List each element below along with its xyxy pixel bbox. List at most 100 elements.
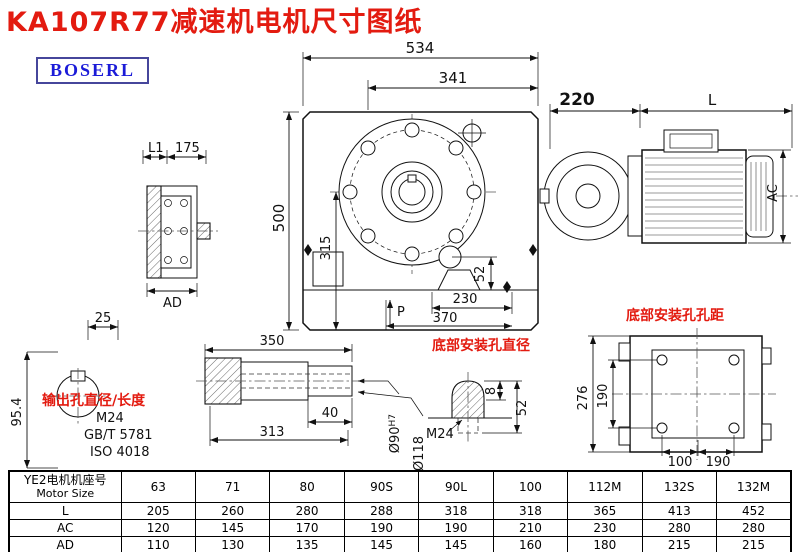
table-cell: 230 [567, 519, 643, 537]
table-header-size: 90S [343, 470, 420, 503]
table-cell: 215 [641, 536, 718, 552]
row-label: AD [8, 536, 122, 552]
table-cell: 318 [492, 502, 569, 520]
dim-370-label: 370 [433, 311, 458, 326]
dim-230-label: 230 [453, 292, 478, 307]
table-header-size: 71 [194, 470, 271, 503]
table-cell: 120 [120, 519, 196, 537]
mounting-hole [656, 354, 668, 366]
table-cell: 452 [716, 502, 792, 520]
dim-315-label: 315 [319, 236, 334, 261]
table-header-size: 63 [120, 470, 196, 503]
table-cell: 215 [716, 536, 792, 552]
table-cell: 170 [269, 519, 345, 537]
output-bore-section-view: 25 95.4 输出孔直径/长度 M24 GB/T 5781 ISO 4018 [10, 311, 153, 469]
bottom-hole-pitch-annotation: 底部安装孔孔距 [626, 307, 724, 324]
table-cell: 280 [641, 519, 718, 537]
row-label: AC [8, 519, 122, 537]
dim-100-label: 100 [668, 455, 693, 470]
table-header-size: 132M [716, 470, 792, 503]
table-header-size: 112M [567, 470, 643, 503]
dim-l-label: L [708, 91, 717, 109]
table-cell: 190 [343, 519, 420, 537]
standard-iso-label: ISO 4018 [90, 445, 150, 460]
dim-52-label: 52 [473, 266, 488, 283]
table-cell: 110 [120, 536, 196, 552]
dim-52b-label: 52 [515, 400, 530, 417]
table-cell: 190 [418, 519, 494, 537]
dim-190v-label: 190 [596, 384, 611, 409]
output-flange-side-view: L1 175 AD [138, 141, 218, 311]
standard-gb-label: GB/T 5781 [84, 428, 153, 443]
table-cell: 365 [567, 502, 643, 520]
table-cell: 145 [194, 519, 271, 537]
table-cell: 413 [641, 502, 718, 520]
dim-40-label: 40 [322, 406, 339, 421]
force-p-label: P [397, 305, 405, 320]
dim-341-label: 341 [439, 69, 468, 87]
dim-ac-label: AC [766, 184, 781, 202]
dim-8-label: 8 [484, 387, 499, 395]
bottom-thread-label: M24 [426, 427, 454, 442]
table-cell: 260 [194, 502, 271, 520]
table-cell: 145 [343, 536, 420, 552]
table-row-AC: AC 120 145 170 190 190 210 230 280 280 [8, 519, 792, 537]
bottom-pocket [437, 269, 481, 291]
table-cell: 280 [269, 502, 345, 520]
table-header-size: 132S [641, 470, 718, 503]
table-header-cn: YE2电机机座号 [23, 473, 107, 487]
brand-logo: BOSERL [36, 57, 150, 84]
dim-ad-label: AD [163, 296, 182, 311]
table-cell: 288 [343, 502, 420, 520]
dim-l1-label: L1 [148, 141, 164, 156]
mounting-bolt-detail: 底部安装孔直径 8 52 M24 [426, 337, 530, 444]
mounting-hole [656, 422, 668, 434]
output-bore [398, 178, 426, 206]
table-cell: 280 [716, 519, 792, 537]
table-cell: 130 [194, 536, 271, 552]
dim-190h-label: 190 [706, 455, 731, 470]
dim-220-label: 220 [559, 90, 595, 110]
dim-95-4-label: 95.4 [10, 398, 25, 427]
main-front-view: 534 341 500 315 52 P 230 370 [270, 39, 539, 331]
table-cell: 180 [567, 536, 643, 552]
table-row-AD: AD 110 130 135 145 145 160 180 215 215 [8, 536, 792, 552]
section-marker [529, 244, 537, 256]
table-row-L: L 205 260 280 288 318 318 365 413 452 [8, 502, 792, 520]
bottom-hole-dia-annotation: 底部安装孔直径 [432, 337, 530, 354]
dim-276-label: 276 [576, 386, 591, 411]
dim-175-label: 175 [175, 141, 200, 156]
table-cell: 160 [492, 536, 569, 552]
table-cell: 318 [418, 502, 494, 520]
dim-d118-label: Ø118 [412, 436, 427, 470]
technical-drawing: L1 175 AD [10, 39, 798, 470]
bottom-mounting-view: 底部安装孔孔距 276 190 100 [576, 307, 776, 470]
motor-body [641, 149, 747, 244]
mounting-hole [728, 422, 740, 434]
dim-534-label: 534 [406, 39, 435, 57]
dim-25-label: 25 [95, 311, 112, 326]
motor-size-table: YE2电机机座号 Motor Size 63 71 80 90S 90L 100… [8, 470, 792, 552]
table-cell: 205 [120, 502, 196, 520]
table-cell: 210 [492, 519, 569, 537]
motor-side-view: 220 L AC [539, 90, 798, 244]
terminal-box [663, 129, 719, 153]
mounting-hole [728, 354, 740, 366]
row-label: L [8, 502, 122, 520]
table-header-size: 80 [269, 470, 345, 503]
section-marker [503, 281, 511, 293]
dim-500-label: 500 [270, 204, 288, 233]
dim-350-label: 350 [260, 334, 285, 349]
dim-313-label: 313 [260, 425, 285, 440]
output-hole-annotation: 输出孔直径/长度 [42, 392, 146, 409]
table-header-size: 90L [418, 470, 494, 503]
page-title: KA107R77减速机电机尺寸图纸 [6, 7, 423, 38]
table-header-motor-size: YE2电机机座号 Motor Size [8, 470, 122, 503]
output-shaft-view: 350 40 313 Ø90H7 Ø118 [196, 334, 427, 470]
table-header-en: Motor Size [36, 487, 95, 500]
section-marker [304, 244, 312, 256]
table-header-size: 100 [492, 470, 569, 503]
table-cell: 145 [418, 536, 494, 552]
table-cell: 135 [269, 536, 345, 552]
